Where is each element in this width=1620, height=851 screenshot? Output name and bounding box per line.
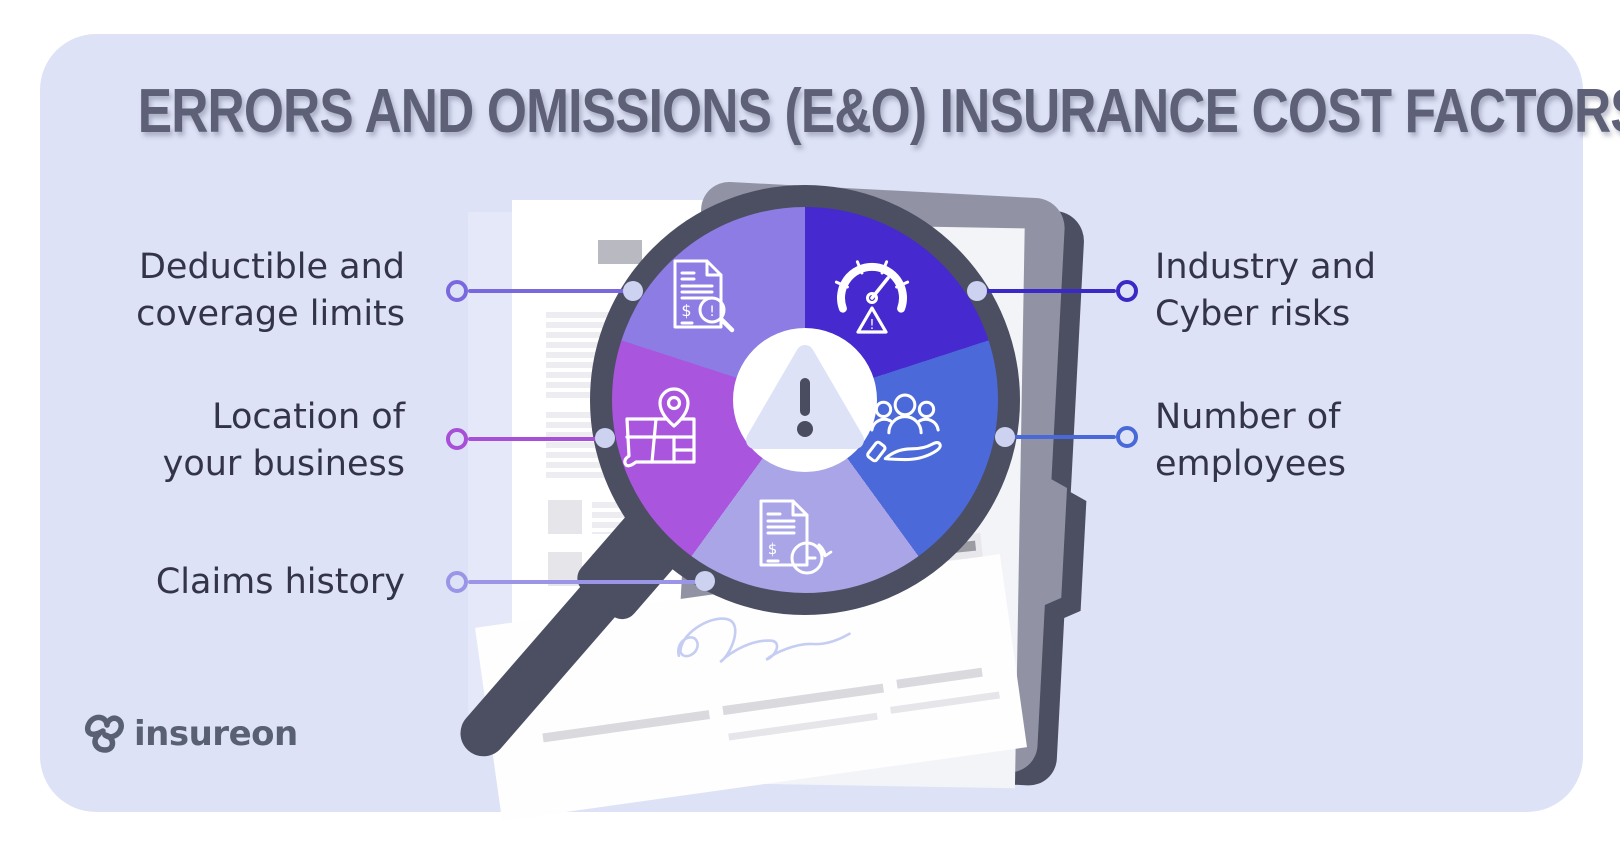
connector-dot: [595, 428, 615, 448]
svg-text:!: !: [709, 304, 715, 320]
connector-dot: [695, 571, 715, 591]
warning-triangle-icon: [746, 345, 864, 449]
connector-ring: [1116, 280, 1138, 302]
connector-dot: [967, 281, 987, 301]
connector-line-deductible: [468, 289, 633, 293]
connector-line-industry: [977, 289, 1116, 293]
paper-line: [722, 683, 884, 716]
document-search-icon: $ !: [673, 259, 735, 333]
connector-ring: [1116, 426, 1138, 448]
connector-line-location: [468, 437, 605, 441]
map-pin-icon: [623, 387, 696, 468]
connector-dot: [623, 281, 643, 301]
paper-line: [542, 710, 710, 743]
svg-text:$: $: [681, 301, 691, 320]
paper-square: [548, 500, 582, 534]
factor-label-deductible: Deductible and coverage limits: [136, 247, 405, 334]
signed-document-paper: [475, 554, 1027, 821]
svg-text:$: $: [768, 540, 778, 558]
connector-line-employees: [1005, 435, 1116, 439]
factor-label-industry: Industry and Cyber risks: [1155, 247, 1376, 334]
paper-line: [890, 691, 1000, 714]
paper-line: [896, 667, 983, 689]
document-clock-icon: $: [759, 499, 833, 575]
paper-block: [598, 240, 642, 264]
connector-line-claims: [468, 580, 705, 584]
connector-ring: [446, 428, 468, 450]
gauge-warning-icon: !: [834, 260, 910, 334]
connector-dot: [995, 427, 1015, 447]
factor-label-claims: Claims history: [155, 562, 405, 602]
connector-ring: [446, 280, 468, 302]
brand-name: insureon: [134, 714, 298, 754]
factor-label-location: Location of your business: [162, 397, 405, 484]
connector-ring: [446, 571, 468, 593]
factor-label-employees: Number of employees: [1155, 397, 1346, 484]
signature: [677, 617, 851, 664]
svg-text:!: !: [869, 318, 874, 333]
paper-line: [728, 712, 878, 741]
wheel-center: [733, 328, 877, 472]
page-title: ERRORS AND OMISSIONS (E&O) INSURANCE COS…: [137, 77, 1620, 146]
insureon-knot-icon: [84, 714, 124, 753]
cost-factor-wheel: $ ! !: [590, 185, 1020, 615]
brand-logo: insureon: [80, 710, 298, 758]
